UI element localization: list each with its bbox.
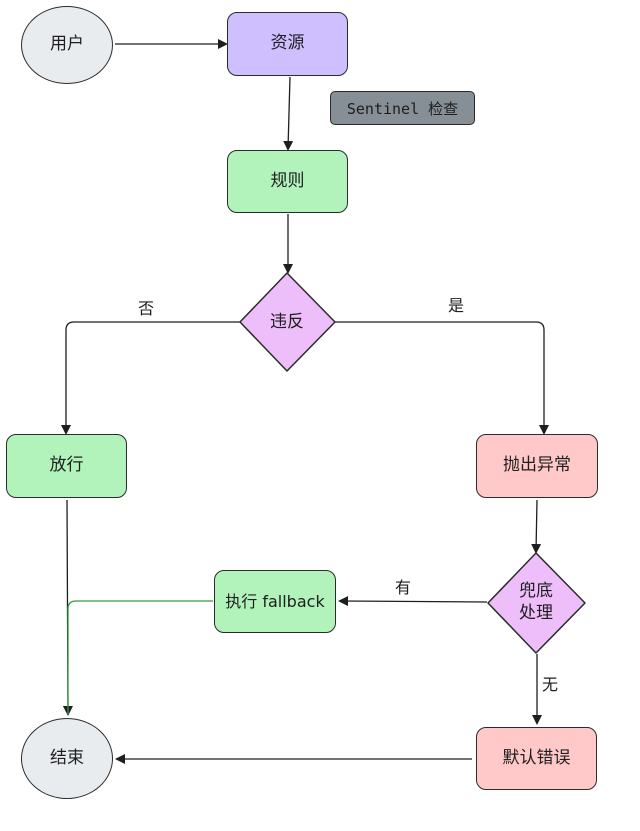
edge-violate-throw: [335, 321, 549, 435]
rule-node: 规则: [227, 150, 348, 213]
resource-label: 资源: [270, 33, 305, 54]
sentinel-tag-label: Sentinel 检查: [346, 99, 459, 118]
end-label: 结束: [50, 747, 84, 768]
edge-resource-rule: [283, 76, 294, 151]
edge-exec-end: [67, 600, 213, 714]
edge-label-yes: 是: [447, 296, 465, 315]
edge-label-no: 否: [137, 299, 155, 318]
resource-node: 资源: [227, 12, 348, 76]
allow-node: 放行: [6, 434, 127, 498]
sentinel-tag: Sentinel 检查: [330, 91, 475, 125]
rule-label: 规则: [270, 170, 305, 191]
edge-label-has: 有: [394, 578, 412, 597]
user-label: 用户: [50, 34, 84, 55]
violate-label: 违反: [270, 311, 304, 332]
throw-label: 抛出异常: [503, 455, 571, 476]
fallback-check-diamond: [487, 552, 586, 654]
throw-node: 抛出异常: [476, 434, 598, 498]
default-error-label: 默认错误: [502, 747, 571, 768]
fallback-check-line2: 处理: [519, 603, 553, 623]
edge-throw-check: [531, 499, 542, 554]
fallback-check-label: 兜底 处理: [519, 580, 553, 624]
edge-check-exec: [338, 596, 488, 607]
fallback-check-line1: 兜底: [519, 580, 553, 601]
end-node: 结束: [21, 718, 113, 799]
violate-diamond: [239, 272, 336, 372]
user-node: 用户: [21, 6, 113, 84]
default-error-node: 默认错误: [476, 727, 597, 790]
exec-fallback-node: 执行 fallback: [214, 570, 336, 633]
allow-label: 放行: [49, 455, 84, 476]
edge-label-none: 无: [541, 675, 559, 694]
exec-fallback-label: 执行 fallback: [225, 591, 325, 611]
edge-violate-allow: [61, 321, 240, 435]
